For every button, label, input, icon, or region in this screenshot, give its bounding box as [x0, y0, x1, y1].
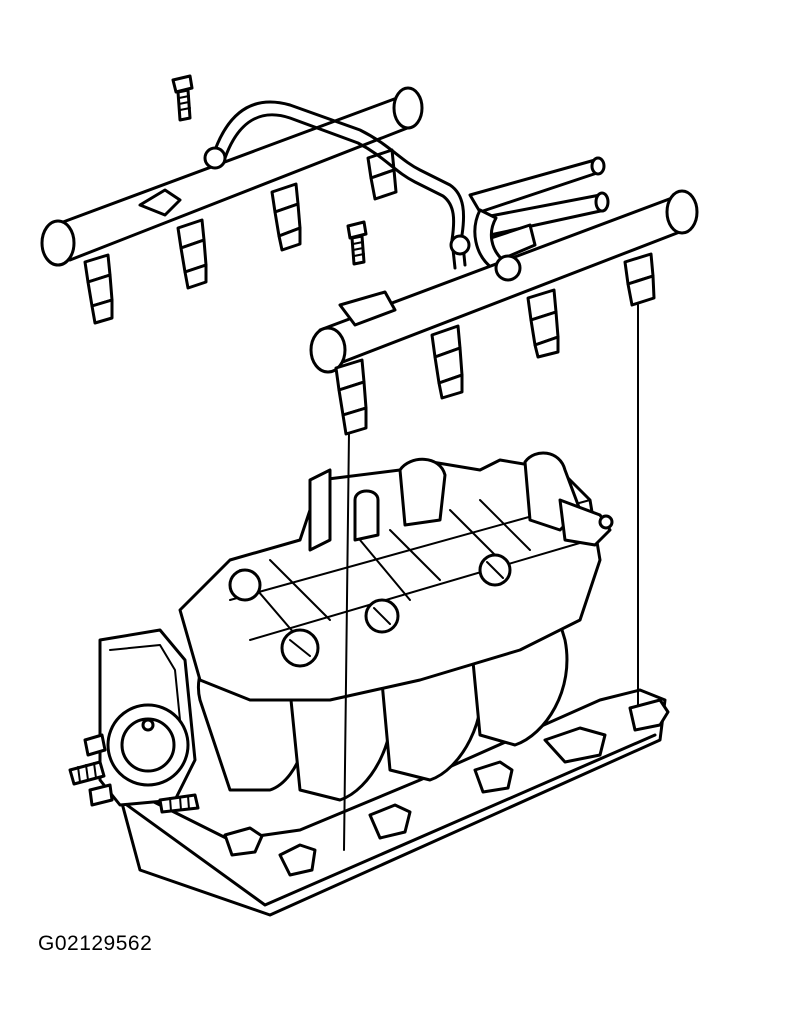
fuel-injector — [270, 182, 302, 252]
fuel-rail-left — [40, 86, 424, 325]
fuel-crossover-tube — [203, 100, 471, 270]
fuel-rail-right — [309, 189, 699, 436]
fuel-injector — [623, 252, 656, 307]
intake-manifold — [103, 451, 670, 917]
fuel-injector — [526, 288, 560, 359]
bolt — [346, 220, 368, 266]
fuel-injector — [430, 324, 464, 400]
figure-id-label: G02129562 — [38, 932, 153, 955]
fuel-injector — [83, 253, 114, 325]
injector-guide-lines — [343, 304, 639, 851]
throttle-body — [68, 628, 200, 814]
fuel-injector — [176, 218, 208, 290]
fuel-feed-lines — [468, 156, 610, 270]
bolt — [171, 74, 194, 122]
fuel-injector — [334, 358, 368, 436]
fuel-injector — [366, 148, 398, 201]
